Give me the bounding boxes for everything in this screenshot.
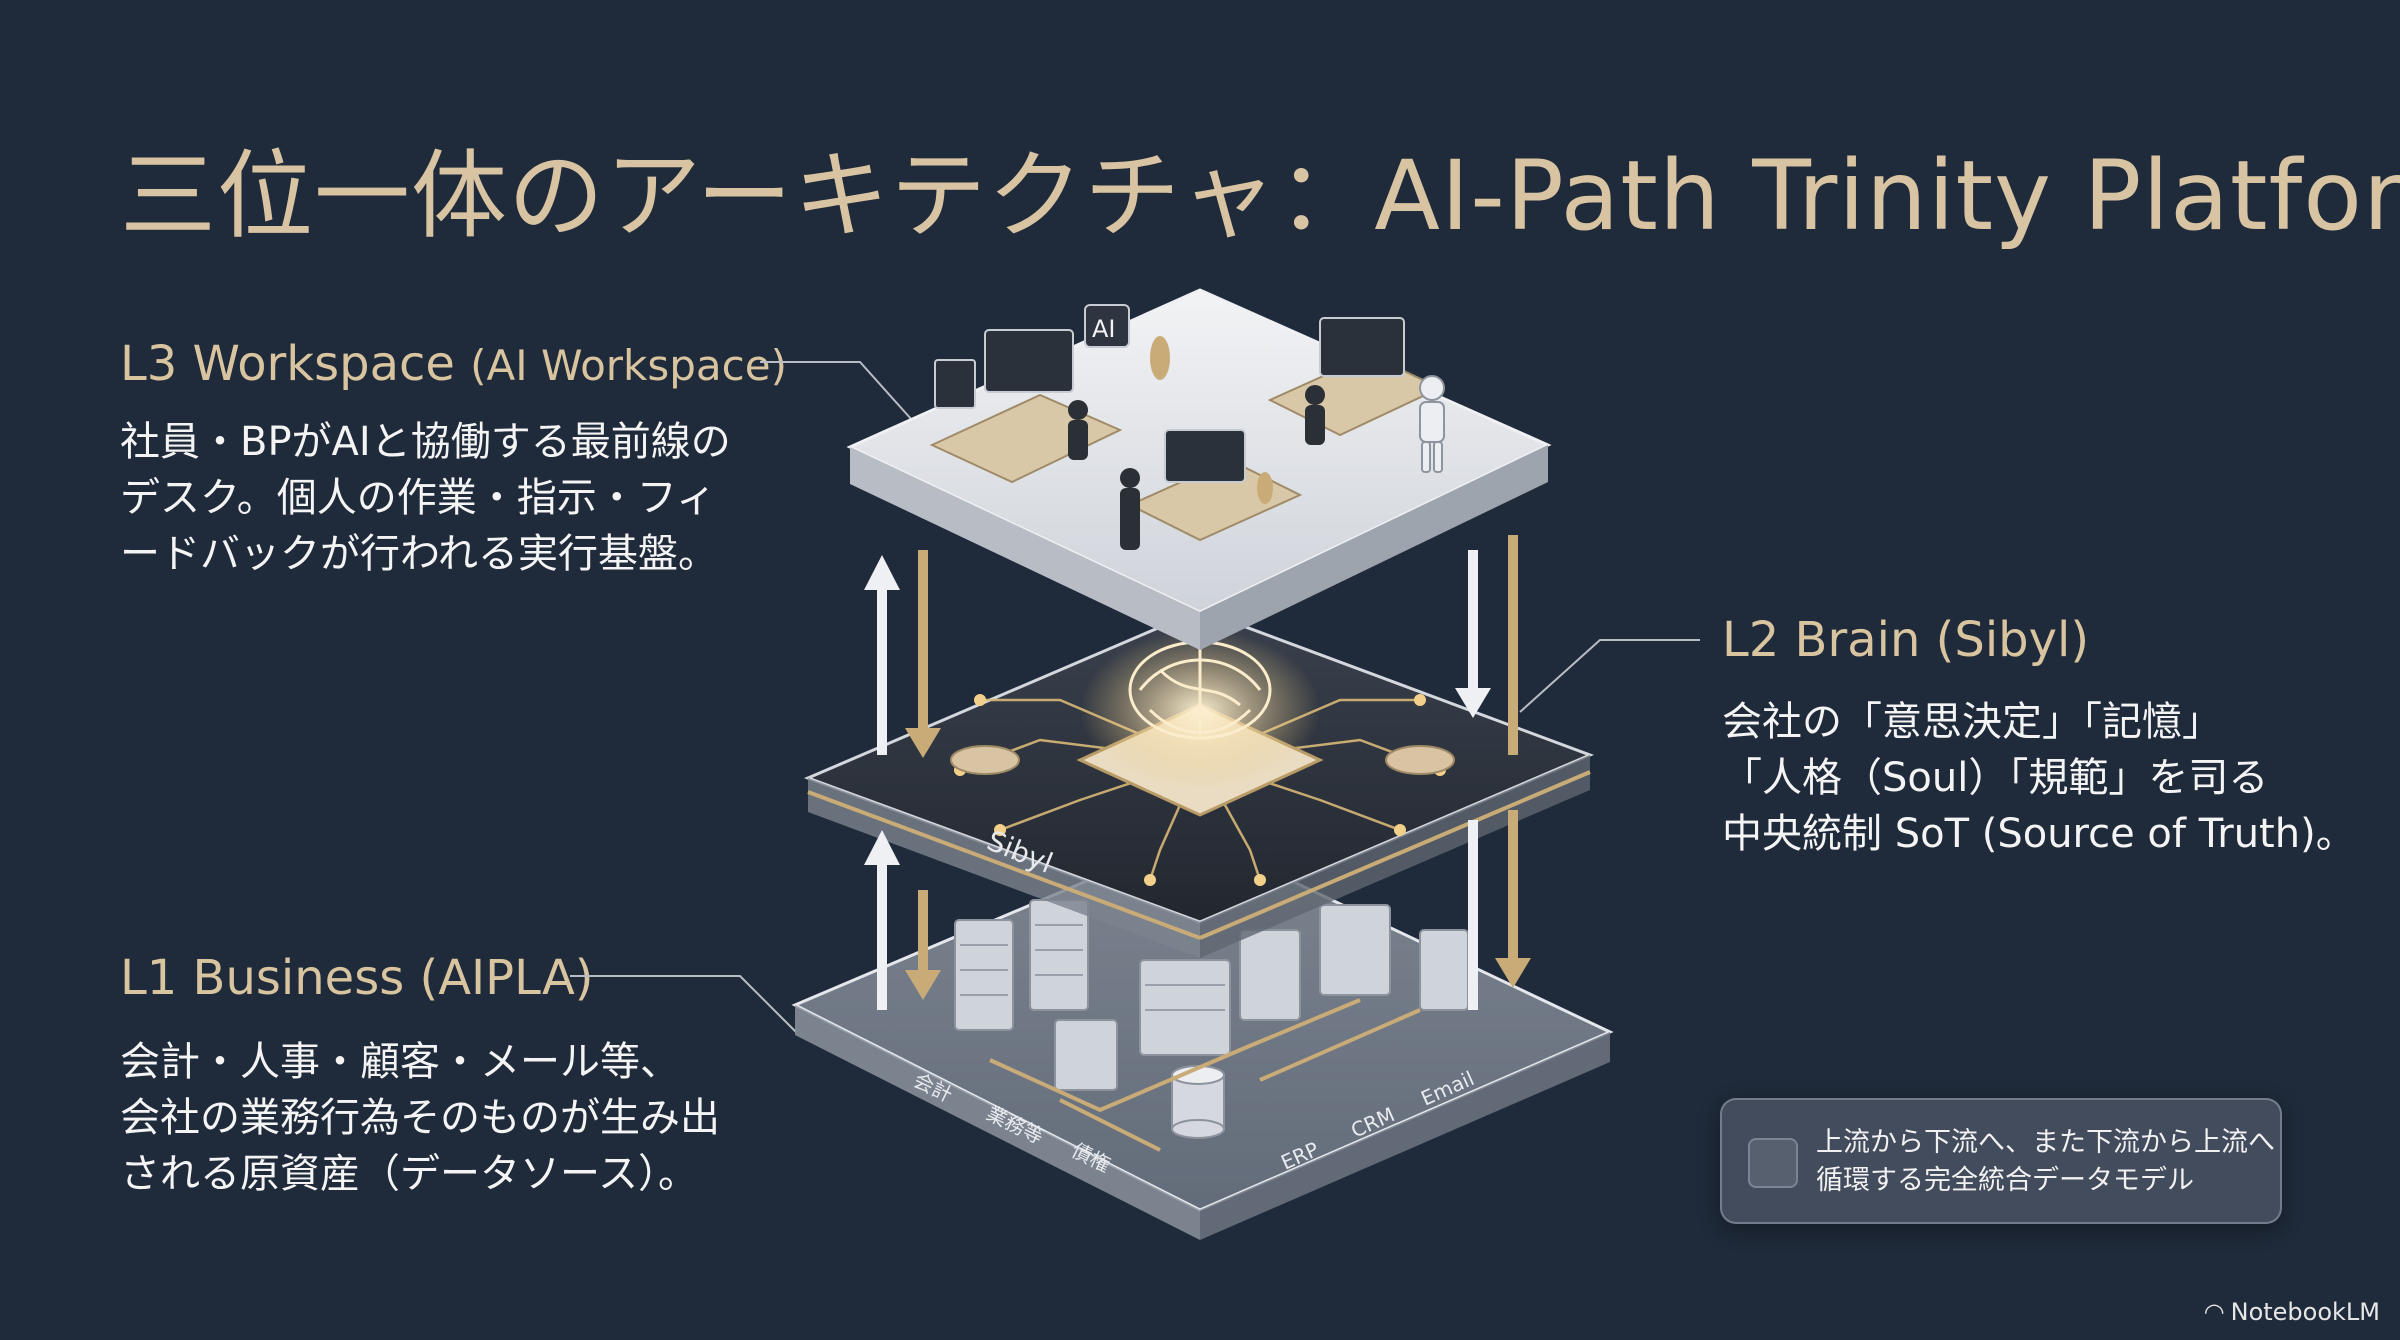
circuit-nodes	[954, 694, 1446, 886]
l2-leader-line	[1519, 639, 1700, 713]
leader-lines	[570, 361, 1700, 1033]
callout-square-icon	[1748, 1138, 1798, 1188]
database-icon	[1171, 1065, 1225, 1139]
l3-leader-line	[760, 361, 913, 421]
l2-brain-layer: Sibyl	[803, 608, 1595, 958]
robot-icon	[1419, 375, 1445, 473]
l2-line: 「人格（Soul）「規範」を司る	[1722, 755, 2269, 801]
data-pipes	[989, 998, 1421, 1152]
l1-line: 会社の業務行為そのものが生み出	[120, 1095, 720, 1141]
brand-text: NotebookLM	[2230, 1298, 2380, 1326]
l1-business-layer: 会計 業務等 債権 ERP CRM Email	[791, 833, 1614, 1240]
plants	[1150, 336, 1273, 504]
l1-leader-line	[570, 975, 797, 1033]
integration-callout: 上流から下流へ、また下流から上流へ 循環する完全統合データモデル	[1720, 1098, 2282, 1224]
l3-description: 社員・BPがAIと協働する最前線の デスク。個人の作業・指示・フィ ードバックが…	[120, 414, 731, 582]
server-racks	[954, 899, 1469, 1091]
workers	[1068, 385, 1325, 550]
flow-arrows	[864, 535, 1531, 1010]
l1-heading: L1 Business (AIPLA)	[120, 950, 594, 1006]
l1-line: される原資産（データソース）。	[120, 1151, 698, 1197]
notebooklm-logo-icon: ◠	[2203, 1298, 2225, 1326]
l3-line: デスク。個人の作業・指示・フィ	[120, 475, 716, 521]
l1-description: 会計・人事・顧客・メール等、 会社の業務行為そのものが生み出 される原資産（デー…	[120, 1034, 720, 1202]
l3-line: ードバックが行われる実行基盤。	[120, 531, 718, 577]
callout-line: 循環する完全統合データモデル	[1816, 1165, 2194, 1196]
page-title: 三位一体のアーキテクチャ：AI-Path Trinity Platform	[120, 140, 2400, 252]
l3-heading-sub: (AI Workspace)	[470, 341, 787, 390]
l2-description: 会社の「意思決定」「記憶」 「人格（Soul）「規範」を司る 中央統制 SoT …	[1722, 694, 2356, 862]
l3-heading-main: L3 Workspace	[120, 336, 455, 392]
l3-workspace-layer: AI	[846, 288, 1552, 650]
notebooklm-brand: ◠NotebookLM	[2204, 1298, 2380, 1326]
l3-heading: L3 Workspace (AI Workspace)	[120, 336, 787, 392]
l3-line: 社員・BPがAIと協働する最前線の	[120, 419, 731, 465]
ai-sign-board	[1084, 304, 1130, 348]
ai-sign: AI	[1092, 315, 1116, 343]
monitors	[934, 317, 1405, 483]
callout-line: 上流から下流へ、また下流から上流へ	[1816, 1127, 2275, 1158]
l2-heading: L2 Brain (Sibyl)	[1722, 612, 2090, 668]
l2-line: 中央統制 SoT (Source of Truth)。	[1722, 811, 2356, 857]
l2-line: 会社の「意思決定」「記憶」	[1722, 699, 2222, 745]
callout-text: 上流から下流へ、また下流から上流へ 循環する完全統合データモデル	[1816, 1124, 2275, 1200]
l1-line: 会計・人事・顧客・メール等、	[120, 1039, 680, 1085]
